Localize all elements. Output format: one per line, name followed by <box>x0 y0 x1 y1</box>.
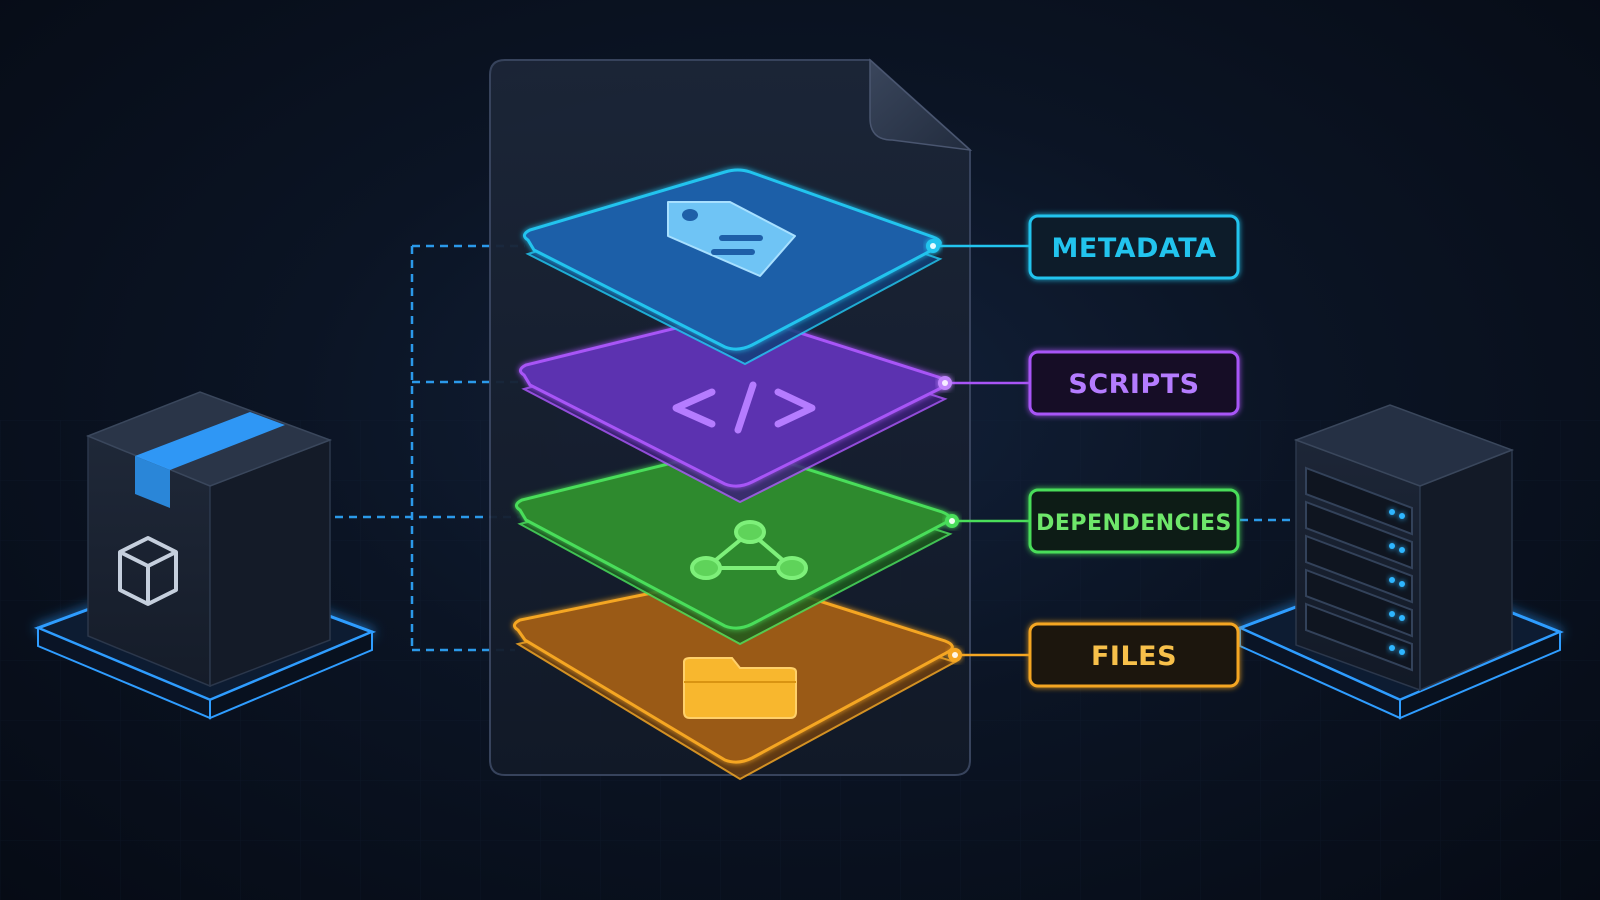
files-layer <box>513 575 958 781</box>
label-dependencies: DEPENDENCIES <box>1036 511 1232 536</box>
label-box-scripts <box>1028 350 1240 416</box>
dependencies-layer <box>515 447 953 646</box>
label-metadata-group: METADATA <box>926 214 1240 280</box>
code-icon <box>672 381 816 434</box>
metadata-layer <box>523 168 943 366</box>
tag-icon <box>667 201 796 277</box>
label-scripts-group: SCRIPTS <box>938 350 1240 416</box>
folder-icon <box>683 657 797 719</box>
label-box-files <box>1028 622 1240 688</box>
label-files-group: FILES <box>948 622 1240 688</box>
label-box-metadata <box>1028 214 1240 280</box>
label-scripts: SCRIPTS <box>1068 369 1199 400</box>
label-box-dependencies <box>1028 488 1240 554</box>
server-rack-node <box>1236 404 1564 720</box>
server-rack-icon <box>1305 466 1413 672</box>
document-folded-corner <box>869 58 973 152</box>
label-files: FILES <box>1091 641 1177 672</box>
package-box-node <box>33 391 377 720</box>
label-dependencies-group: DEPENDENCIES <box>945 488 1240 554</box>
graph-icon <box>690 520 808 580</box>
label-metadata: METADATA <box>1052 233 1217 264</box>
package-box-icon <box>118 536 178 606</box>
scripts-layer <box>519 313 948 504</box>
